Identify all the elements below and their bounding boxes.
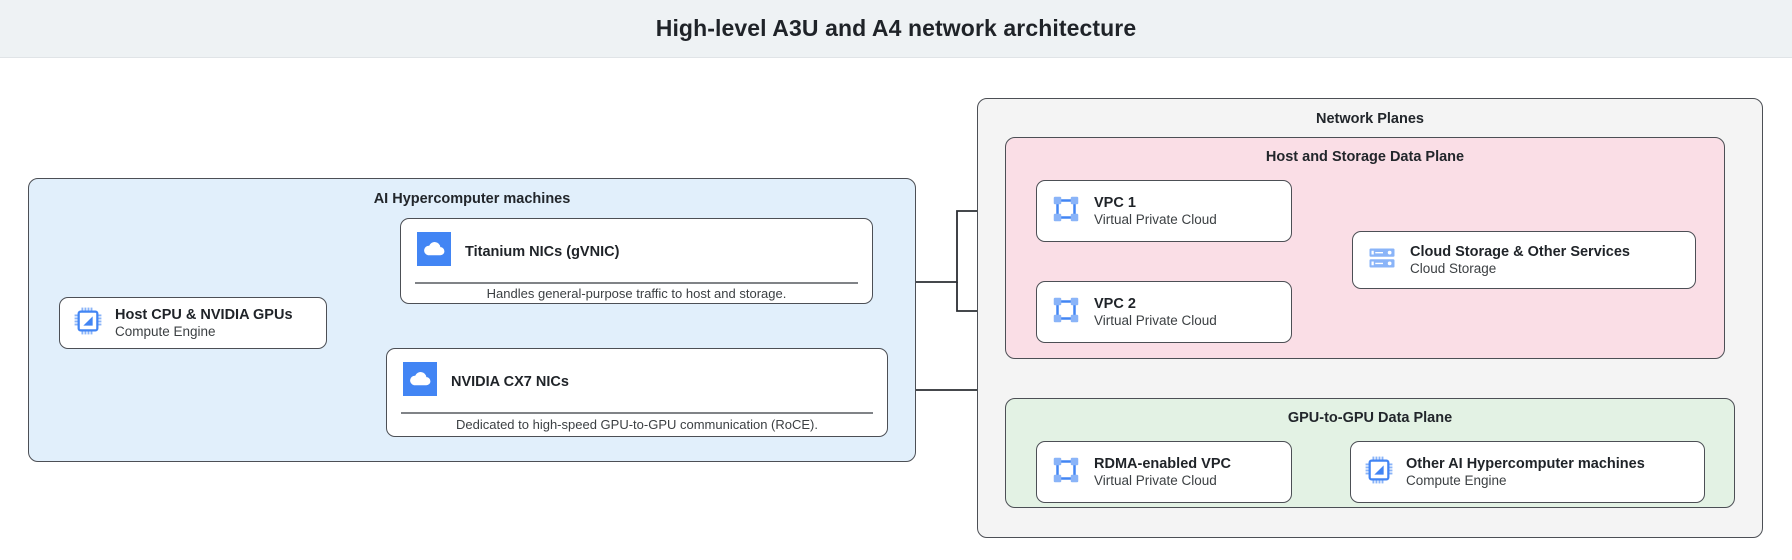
node-title: RDMA-enabled VPC <box>1094 455 1231 472</box>
card-divider <box>415 282 858 284</box>
node-subtitle: Cloud Storage <box>1410 260 1497 276</box>
vpc-icon <box>1051 455 1081 490</box>
cloud-icon <box>403 362 437 401</box>
node-subtitle: Virtual Private Cloud <box>1094 312 1217 328</box>
card-divider <box>401 412 873 414</box>
cloud-icon <box>417 232 451 271</box>
group-label-host-and-storage-data-plane: Host and Storage Data Plane <box>1265 149 1465 165</box>
card-title: Titanium NICs (gVNIC) <box>465 243 620 260</box>
cloud-storage-icon <box>1367 243 1397 278</box>
title-bar: High-level A3U and A4 network architectu… <box>0 0 1792 58</box>
card-title: NVIDIA CX7 NICs <box>451 373 569 390</box>
node-title: VPC 2 <box>1094 295 1136 312</box>
page-title: High-level A3U and A4 network architectu… <box>655 15 1137 41</box>
vpc-icon <box>1051 194 1081 229</box>
node-title: Host CPU & NVIDIA GPUs <box>115 306 293 323</box>
group-label-gpu-to-gpu-data-plane: GPU-to-GPU Data Plane <box>1287 410 1453 426</box>
vpc-icon <box>1051 295 1081 330</box>
node-title: VPC 1 <box>1094 194 1136 211</box>
node-vpc-2[interactable]: VPC 2 Virtual Private Cloud <box>1036 281 1292 343</box>
node-subtitle: Compute Engine <box>115 323 216 339</box>
node-subtitle: Compute Engine <box>1406 472 1507 488</box>
node-title: Other AI Hypercomputer machines <box>1406 455 1645 472</box>
card-nvidia-cx7-nics[interactable]: NVIDIA CX7 NICs Dedicated to high-speed … <box>386 348 888 437</box>
node-subtitle: Virtual Private Cloud <box>1094 211 1217 227</box>
node-rdma-enabled-vpc[interactable]: RDMA-enabled VPC Virtual Private Cloud <box>1036 441 1292 503</box>
group-label-ai-hypercomputer-machines: AI Hypercomputer machines <box>373 191 571 207</box>
cpu-chip-icon <box>1365 456 1393 489</box>
node-other-ai-hypercomputer-machines[interactable]: Other AI Hypercomputer machines Compute … <box>1350 441 1705 503</box>
group-label-network-planes: Network Planes <box>1316 111 1424 127</box>
node-title: Cloud Storage & Other Services <box>1410 243 1630 260</box>
node-cloud-storage-and-other-services[interactable]: Cloud Storage & Other Services Cloud Sto… <box>1352 231 1696 289</box>
node-vpc-1[interactable]: VPC 1 Virtual Private Cloud <box>1036 180 1292 242</box>
cpu-chip-icon <box>74 307 102 340</box>
node-host-cpu-gpus[interactable]: Host CPU & NVIDIA GPUs Compute Engine <box>59 297 327 349</box>
card-titanium-nics[interactable]: Titanium NICs (gVNIC) Handles general-pu… <box>400 218 873 304</box>
card-caption: Handles general-purpose traffic to host … <box>486 285 787 301</box>
node-subtitle: Virtual Private Cloud <box>1094 472 1217 488</box>
card-caption: Dedicated to high-speed GPU-to-GPU commu… <box>456 417 818 433</box>
